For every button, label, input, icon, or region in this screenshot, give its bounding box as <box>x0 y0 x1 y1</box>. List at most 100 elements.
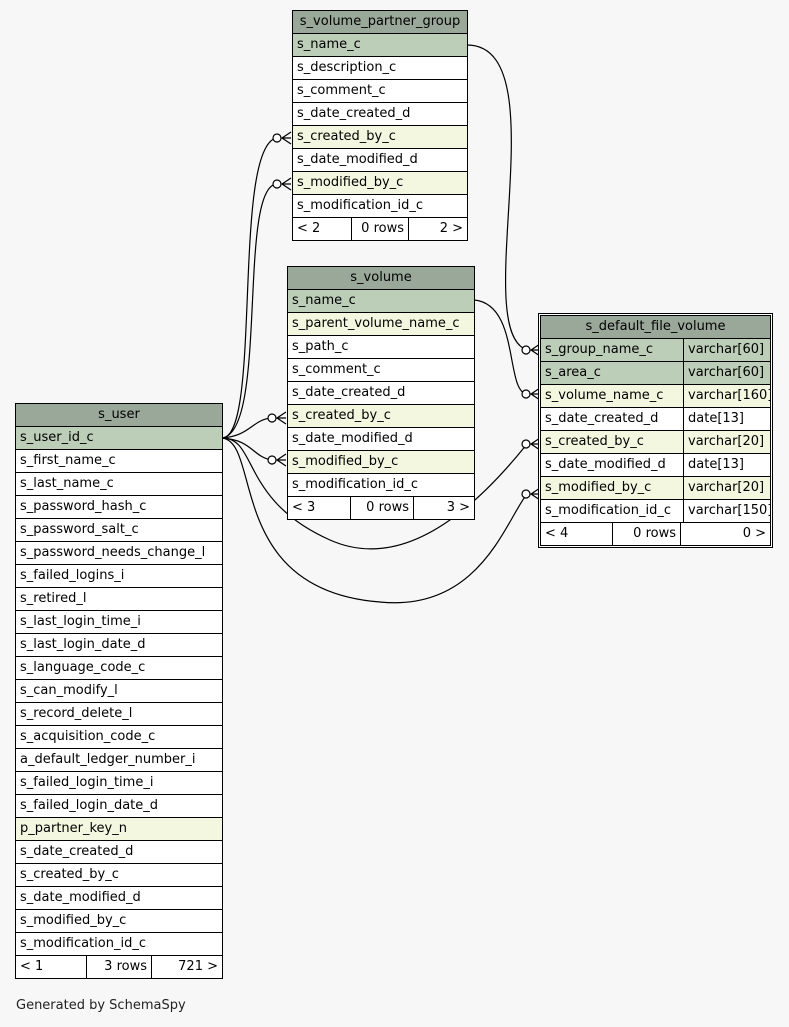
table-footer: < 3 0 rows 3 > <box>288 497 474 519</box>
column-row[interactable]: s_last_name_c <box>16 473 222 496</box>
column-row[interactable]: s_date_modified_d <box>16 887 222 910</box>
column-row[interactable]: s_created_by_c <box>16 864 222 887</box>
table-s-user[interactable]: s_user s_user_id_c s_first_name_c s_last_n… <box>15 403 223 979</box>
column-row[interactable]: s_record_delete_l <box>16 703 222 726</box>
table-header[interactable]: s_default_file_volume <box>541 316 770 339</box>
column-row[interactable]: s_password_needs_change_l <box>16 542 222 565</box>
optional-marker <box>521 439 531 449</box>
parents-count[interactable]: < 3 <box>292 500 316 515</box>
column-row[interactable]: s_volume_name_c varchar[160] <box>541 385 770 408</box>
column-row[interactable]: s_failed_logins_i <box>16 565 222 588</box>
column-row[interactable]: a_default_ledger_number_i <box>16 749 222 772</box>
table-footer: < 1 3 rows 721 > <box>16 956 222 978</box>
column-name: s_volume_name_c <box>545 388 664 403</box>
column-row[interactable]: s_description_c <box>293 57 467 80</box>
parents-count[interactable]: < 4 <box>545 526 569 541</box>
table-header[interactable]: s_volume_partner_group <box>293 11 467 34</box>
column-row[interactable]: s_created_by_c <box>293 126 467 149</box>
column-row[interactable]: s_comment_c <box>288 359 474 382</box>
column-name: s_comment_c <box>292 362 381 377</box>
column-name: s_last_login_date_d <box>20 637 146 652</box>
optional-marker <box>272 133 282 143</box>
table-header[interactable]: s_volume <box>288 267 474 290</box>
column-name: s_date_modified_d <box>545 457 666 472</box>
column-name: s_password_hash_c <box>20 499 147 514</box>
column-type: varchar[20] <box>683 477 770 499</box>
column-row[interactable]: s_date_created_d <box>16 841 222 864</box>
column-row[interactable]: s_can_modify_l <box>16 680 222 703</box>
column-row[interactable]: s_date_modified_d <box>293 149 467 172</box>
column-row[interactable]: s_modification_id_c <box>293 195 467 218</box>
column-row[interactable]: s_modified_by_c <box>293 172 467 195</box>
column-row[interactable]: s_path_c <box>288 336 474 359</box>
column-row[interactable]: s_date_created_d <box>293 103 467 126</box>
link-user-to-dfv-created-by <box>221 437 528 550</box>
column-name: a_default_ledger_number_i <box>20 752 196 767</box>
column-type: varchar[150] <box>683 500 770 522</box>
column-name: s_date_modified_d <box>297 152 418 167</box>
table-s-volume-partner-group[interactable]: s_volume_partner_group s_name_c s_descrip… <box>292 10 468 241</box>
column-row[interactable]: s_retired_l <box>16 588 222 611</box>
column-name: s_last_name_c <box>20 476 114 491</box>
column-name: s_area_c <box>545 365 601 380</box>
column-type: varchar[160] <box>683 385 770 407</box>
column-row[interactable]: s_acquisition_code_c <box>16 726 222 749</box>
table-header[interactable]: s_user <box>16 404 222 427</box>
column-row[interactable]: s_created_by_c <box>288 405 474 428</box>
parents-count[interactable]: < 2 <box>297 221 321 236</box>
column-row[interactable]: s_password_salt_c <box>16 519 222 542</box>
column-row[interactable]: s_date_modified_d date[13] <box>541 454 770 477</box>
column-row[interactable]: s_last_login_time_i <box>16 611 222 634</box>
column-type: date[13] <box>683 454 770 476</box>
column-row[interactable]: s_date_created_d <box>288 382 474 405</box>
optional-marker <box>521 489 531 499</box>
column-name: s_name_c <box>297 37 361 52</box>
column-row[interactable]: s_date_modified_d <box>288 428 474 451</box>
column-row[interactable]: s_modified_by_c varchar[20] <box>541 477 770 500</box>
row-count: 0 rows <box>612 523 680 545</box>
column-row[interactable]: s_language_code_c <box>16 657 222 680</box>
children-count[interactable]: 3 > <box>413 497 474 519</box>
column-row[interactable]: p_partner_key_n <box>16 818 222 841</box>
column-row[interactable]: s_first_name_c <box>16 450 222 473</box>
column-row[interactable]: s_comment_c <box>293 80 467 103</box>
table-footer: < 2 0 rows 2 > <box>293 218 467 240</box>
column-row[interactable]: s_failed_login_time_i <box>16 772 222 795</box>
children-count[interactable]: 2 > <box>408 218 467 240</box>
column-type: date[13] <box>683 408 770 430</box>
children-count[interactable]: 721 > <box>151 956 222 978</box>
column-name: s_acquisition_code_c <box>20 729 156 744</box>
column-name: s_modified_by_c <box>545 480 652 495</box>
column-row[interactable]: s_modification_id_c <box>288 474 474 497</box>
column-name: s_modified_by_c <box>297 175 404 190</box>
children-count[interactable]: 0 > <box>680 523 770 545</box>
column-row[interactable]: s_modified_by_c <box>16 910 222 933</box>
column-row[interactable]: s_name_c <box>293 34 467 57</box>
column-row[interactable]: s_modification_id_c <box>16 933 222 956</box>
column-name: s_first_name_c <box>20 453 116 468</box>
column-name: s_created_by_c <box>297 129 396 144</box>
column-name: s_group_name_c <box>545 342 654 357</box>
column-name: s_retired_l <box>20 591 87 606</box>
parents-count[interactable]: < 1 <box>20 959 44 974</box>
column-row[interactable]: s_modified_by_c <box>288 451 474 474</box>
column-row[interactable]: s_failed_login_date_d <box>16 795 222 818</box>
column-row[interactable]: s_parent_volume_name_c <box>288 313 474 336</box>
column-row[interactable]: s_last_login_date_d <box>16 634 222 657</box>
column-name: s_date_created_d <box>20 844 134 859</box>
column-row[interactable]: s_user_id_c <box>16 427 222 450</box>
column-name: s_language_code_c <box>20 660 146 675</box>
column-row[interactable]: s_password_hash_c <box>16 496 222 519</box>
column-name: s_comment_c <box>297 83 386 98</box>
column-name: s_modification_id_c <box>297 198 423 213</box>
column-row[interactable]: s_name_c <box>288 290 474 313</box>
column-name: s_created_by_c <box>545 434 644 449</box>
column-name: s_failed_login_date_d <box>20 798 159 813</box>
